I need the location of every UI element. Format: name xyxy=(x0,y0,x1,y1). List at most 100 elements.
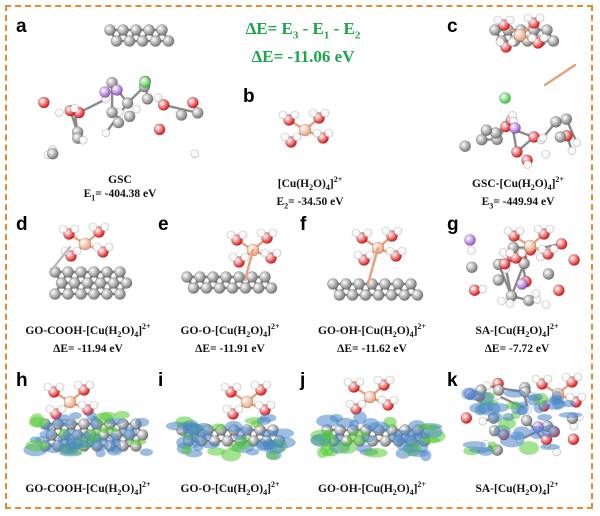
caption-b-energy: E2= -34.50 eV xyxy=(276,196,344,211)
atom-h xyxy=(153,93,163,102)
density-blob xyxy=(201,441,220,449)
figure-frame xyxy=(5,5,593,509)
atom-h xyxy=(497,296,506,306)
atom-c xyxy=(379,278,391,290)
caption-e-delta: ΔE= -11.91 eV xyxy=(195,343,265,356)
atom-c xyxy=(392,278,404,290)
atom-c xyxy=(520,414,533,427)
atom-h xyxy=(45,404,55,414)
density-blob xyxy=(337,442,357,454)
density-blob xyxy=(478,392,494,406)
atom-h xyxy=(92,242,102,252)
atom-c xyxy=(112,116,125,129)
atom-h xyxy=(55,382,65,392)
atom-o xyxy=(553,284,565,297)
atom-c xyxy=(493,384,505,396)
atom-h xyxy=(523,160,532,169)
atom-o xyxy=(567,433,580,446)
atom-c xyxy=(62,288,74,300)
density-blob xyxy=(181,445,193,455)
density-blob xyxy=(499,434,524,448)
density-go-o-cu xyxy=(165,380,296,462)
atom-h xyxy=(70,104,79,113)
density-blob xyxy=(316,414,340,428)
atom-c xyxy=(489,24,501,36)
caption-f-name: GO-OH-[Cu(H2O)4]2+ xyxy=(318,322,426,340)
atom-o xyxy=(187,96,199,109)
atom-c xyxy=(405,278,417,290)
atom-h xyxy=(478,416,487,426)
atom-c xyxy=(114,266,126,278)
density-blob xyxy=(528,393,544,401)
atom-h xyxy=(238,230,248,240)
atom-h xyxy=(389,395,399,405)
molecule-sa-cu xyxy=(464,224,580,309)
atom-c xyxy=(194,271,206,283)
density-blob xyxy=(211,423,226,431)
atom-c xyxy=(101,266,113,278)
panel-letter-c: c xyxy=(447,16,458,37)
atom-h xyxy=(493,15,503,25)
panel-letter-g: g xyxy=(447,214,459,235)
atom-c xyxy=(550,116,562,128)
atom-h xyxy=(226,230,236,240)
atom-k xyxy=(509,122,521,134)
atom-c xyxy=(107,277,120,289)
bond xyxy=(48,245,72,274)
density-blob xyxy=(320,443,334,457)
density-blob xyxy=(139,448,153,456)
density-blob xyxy=(99,411,116,421)
density-blob xyxy=(408,449,429,457)
atom-c xyxy=(49,288,61,300)
atom-h xyxy=(561,372,571,382)
atom-h xyxy=(78,135,88,145)
atom-cu xyxy=(523,239,537,253)
density-blob xyxy=(62,429,83,441)
atom-o xyxy=(460,412,473,424)
atom-h xyxy=(373,375,383,385)
caption-k-name: SA-[Cu(H2O)4]2+ xyxy=(475,480,559,498)
caption-e: GO-O-[Cu(H2O)4]2+ ΔE= -11.91 eV xyxy=(160,320,300,356)
atom-c xyxy=(233,271,245,283)
molecule-go-oh-cu xyxy=(327,226,424,301)
density-blob xyxy=(407,420,427,435)
density-blob xyxy=(196,422,212,431)
density-blob xyxy=(402,443,415,453)
atom-o xyxy=(38,96,50,109)
atom-c xyxy=(75,266,87,278)
atom-h xyxy=(478,284,488,294)
atom-o xyxy=(153,123,166,136)
atom-h xyxy=(357,399,367,409)
caption-b-name: [Cu(H2O)4]2+ xyxy=(277,175,343,193)
molecule-gsc xyxy=(38,24,204,160)
atom-h xyxy=(541,150,551,159)
atom-c xyxy=(81,277,94,289)
caption-i: GO-O-[Cu(H2O)4]2+ xyxy=(160,478,300,500)
caption-a-name: GSC xyxy=(108,174,132,186)
atom-h xyxy=(324,128,334,138)
density-blob xyxy=(332,433,343,442)
atom-c xyxy=(94,277,107,289)
caption-h: GO-COOH-[Cu(H2O)4]2+ xyxy=(18,478,158,500)
atom-c xyxy=(136,429,149,441)
atom-c xyxy=(547,35,560,47)
molecule-cu-h2o4 xyxy=(278,108,334,148)
density-blob xyxy=(266,452,280,460)
atom-h xyxy=(228,252,238,262)
atom-h xyxy=(43,382,53,392)
density-blob xyxy=(513,426,531,438)
atom-c xyxy=(372,289,385,301)
atom-cu xyxy=(363,390,377,404)
atom-h xyxy=(545,224,555,234)
atom-c xyxy=(327,278,339,290)
atom-c xyxy=(246,271,258,283)
atom-c xyxy=(143,24,155,36)
density-blob xyxy=(529,425,545,440)
atom-o xyxy=(568,254,580,266)
atom-h xyxy=(312,128,322,138)
atom-h xyxy=(531,374,541,384)
density-blob xyxy=(462,441,487,449)
atom-h xyxy=(365,250,375,260)
caption-a-energy: E1= -404.38 eV xyxy=(83,188,157,203)
atom-h xyxy=(393,226,403,236)
